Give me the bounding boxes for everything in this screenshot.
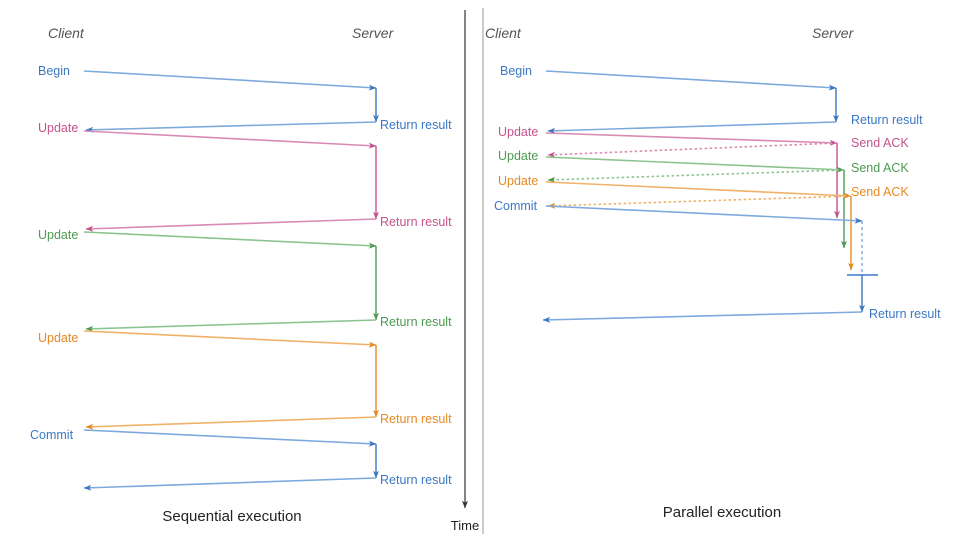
message-line-update2-return: [85, 319, 377, 332]
message-commit-return[interactable]: Return result: [83, 473, 452, 491]
time-axis-layer: Time: [451, 10, 479, 533]
message-label-update2-request: Update: [498, 149, 538, 163]
message-label-update3-ack: Send ACK: [851, 185, 909, 199]
message-update3-ack[interactable]: Send ACK: [547, 185, 909, 209]
message-label-begin-request: Begin: [38, 64, 70, 78]
message-label-commit-return: Return result: [869, 307, 941, 321]
message-commit-request[interactable]: Commit: [30, 428, 377, 447]
message-begin-request[interactable]: Begin: [38, 64, 377, 91]
panel-caption: Parallel execution: [663, 504, 781, 521]
message-line-begin-return: [85, 121, 377, 133]
message-label-update2-ack: Send ACK: [851, 161, 909, 175]
message-line-update1-request: [545, 132, 838, 146]
message-update2-ack[interactable]: Send ACK: [547, 161, 909, 183]
message-line-update2-ack: [547, 169, 845, 183]
message-label-update1-request: Update: [38, 121, 78, 135]
message-update1-request[interactable]: Update: [498, 125, 838, 146]
message-line-update3-request: [545, 181, 852, 199]
message-line-commit-request: [83, 429, 377, 447]
message-label-update2-request: Update: [38, 228, 78, 242]
message-label-begin-return: Return result: [380, 118, 452, 132]
message-label-update2-return: Return result: [380, 315, 452, 329]
message-line-commit-request: [545, 205, 863, 224]
message-update1-ack[interactable]: Send ACK: [547, 136, 909, 158]
message-line-update2-request: [545, 156, 845, 173]
actor-label-server: Server: [812, 25, 855, 41]
message-line-update3-request: [83, 330, 377, 348]
message-line-begin-request: [545, 70, 837, 91]
message-label-begin-return: Return result: [851, 113, 923, 127]
panel-caption: Sequential execution: [162, 508, 301, 525]
message-label-update1-ack: Send ACK: [851, 136, 909, 150]
message-line-update1-ack: [547, 142, 838, 158]
message-commit-request[interactable]: Commit: [494, 199, 863, 224]
message-update3-request[interactable]: Update: [498, 174, 852, 199]
message-label-commit-return: Return result: [380, 473, 452, 487]
message-line-begin-return: [547, 121, 837, 134]
message-label-commit-request: Commit: [494, 199, 538, 213]
message-begin-return[interactable]: Return result: [85, 118, 452, 133]
message-begin-request[interactable]: Begin: [500, 64, 837, 91]
message-update1-request[interactable]: Update: [38, 121, 377, 149]
message-update1-return[interactable]: Return result: [85, 215, 452, 232]
message-line-commit-return: [542, 311, 863, 323]
message-begin-return[interactable]: Return result: [547, 113, 923, 134]
message-label-update3-return: Return result: [380, 412, 452, 426]
actor-label-client: Client: [485, 25, 522, 41]
message-commit-return[interactable]: Return result: [542, 307, 941, 323]
message-label-commit-request: Commit: [30, 428, 74, 442]
message-label-update3-request: Update: [498, 174, 538, 188]
message-update3-return[interactable]: Return result: [85, 412, 452, 430]
message-line-update2-request: [83, 231, 377, 249]
message-label-update1-return: Return result: [380, 215, 452, 229]
message-line-update1-return: [85, 218, 377, 232]
message-line-update1-request: [83, 130, 377, 149]
message-line-update3-return: [85, 416, 377, 430]
message-update2-request[interactable]: Update: [38, 228, 377, 249]
message-label-update1-request: Update: [498, 125, 538, 139]
message-label-update3-request: Update: [38, 331, 78, 345]
message-update3-request[interactable]: Update: [38, 330, 377, 348]
message-line-commit-return: [83, 477, 377, 491]
actor-label-client: Client: [48, 25, 85, 41]
actor-label-server: Server: [352, 25, 395, 41]
message-label-begin-request: Begin: [500, 64, 532, 78]
time-axis-label: Time: [451, 518, 479, 533]
message-update2-request[interactable]: Update: [498, 149, 845, 173]
message-line-update3-ack: [547, 195, 852, 209]
message-update2-return[interactable]: Return result: [85, 315, 452, 332]
message-line-begin-request: [83, 70, 377, 91]
